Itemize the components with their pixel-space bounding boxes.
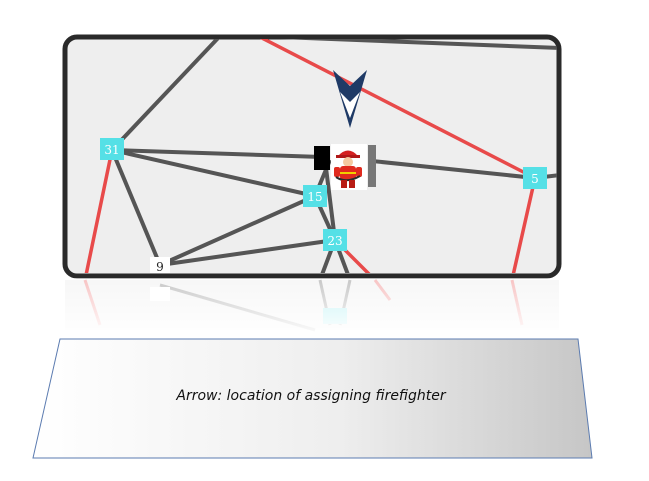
edge [83,149,114,273]
edge [254,39,557,50]
edge [371,159,536,180]
node-label: 15 [307,190,322,204]
graph-node: 31 [100,138,124,160]
arrow-down-chevron-icon [333,70,367,128]
node-box [303,185,327,207]
edge [110,149,162,266]
black-bar [314,146,330,170]
edge [323,159,337,241]
caption-box: Arrow: location of assigning firefighter [32,338,593,459]
caption-shape [32,338,593,459]
graph-node: 15 [303,185,327,207]
node-box [150,257,170,273]
edge [257,39,536,180]
reflection-fade [60,278,565,338]
firefighter-icon [314,144,376,190]
node-label: 31 [104,143,119,157]
edge [111,148,323,159]
node-label: 23 [327,234,342,248]
edge [510,177,537,273]
caption-text: Arrow: location of assigning firefighter [175,388,446,404]
edge [159,238,336,267]
graph-node: 23 [323,229,347,251]
node-label: 5 [531,172,539,186]
diagram-panel: 31 15 23 5 9 [62,34,562,279]
node-box [323,229,347,251]
node-box [523,167,547,189]
edge [111,148,316,198]
node-label: 9 [156,260,164,274]
gray-bar [368,145,376,187]
edge [110,39,222,152]
graph-node: 9 [150,257,170,274]
graph-node: 5 [523,167,547,189]
arrow-inner-highlight [340,92,360,118]
node-box [100,138,124,160]
edge [159,194,316,267]
